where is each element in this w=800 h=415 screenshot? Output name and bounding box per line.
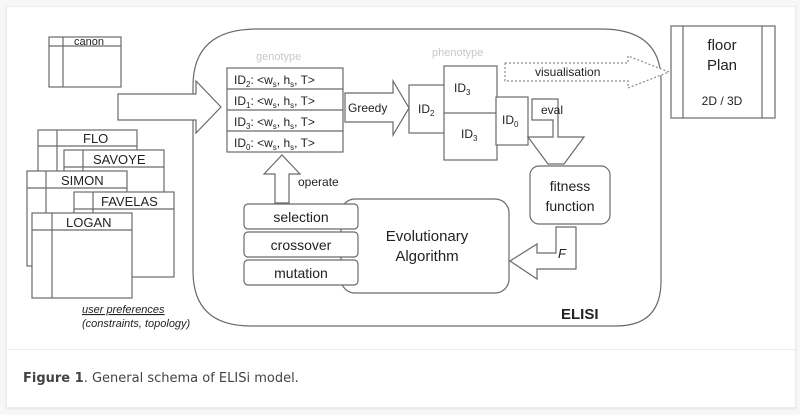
design-label-logan: LOGAN [66, 215, 112, 230]
fitness-function-box [529, 165, 611, 225]
input-arrow [117, 79, 222, 135]
figure-caption: Figure 1. General schema of ELISi model. [23, 371, 299, 386]
operator-mutation-box [243, 259, 359, 286]
svg-text:ID1: <ws, hs, T>: ID1: <ws, hs, T> [234, 94, 315, 110]
visualisation-arrow [504, 55, 671, 89]
phenotype-label: phenotype [432, 47, 483, 59]
svg-text:ID0: <ws, hs, T>: ID0: <ws, hs, T> [234, 136, 315, 152]
constraints-label: (constraints, topology) [82, 318, 191, 330]
phenotype-cell: ID3 [454, 81, 471, 97]
operate-label: operate [298, 175, 339, 189]
elisi-container [192, 28, 662, 327]
design-label-simon: SIMON [61, 173, 104, 188]
user-preferences-label: user preferences [82, 304, 165, 316]
eval-arrow [526, 98, 586, 165]
genotype-row: ID3: <ws, hs, T> [234, 115, 315, 131]
floor-plan-box [670, 25, 776, 119]
operator-crossover-box [243, 231, 359, 258]
floor-plan-line3: 2D / 3D [702, 94, 743, 108]
caption-divider [7, 349, 795, 350]
f-arrow [508, 226, 577, 281]
genotype-label: genotype [256, 51, 301, 63]
caption-text: . General schema of ELISi model. [83, 371, 299, 386]
phenotype-cell: ID3 [461, 127, 478, 143]
phenotype-cell: ID0 [502, 113, 519, 129]
caption-label: Figure 1 [23, 371, 84, 386]
greedy-label: Greedy [348, 101, 387, 115]
design-label-savoye: SAVOYE [93, 152, 146, 167]
svg-text:ID3: <ws, hs, T>: ID3: <ws, hs, T> [234, 115, 315, 131]
design-label-favelas: FAVELAS [101, 194, 158, 209]
genotype-row: ID0: <ws, hs, T> [234, 136, 315, 152]
genotype-row: ID1: <ws, hs, T> [234, 94, 315, 110]
visualisation-label: visualisation [535, 65, 600, 79]
greedy-arrow [344, 78, 410, 138]
algorithm-line1: Evolutionary [386, 228, 469, 245]
elisi-diagram: ELISI canon FLO SAVOYE SIMON [26, 25, 776, 330]
fitness-line1: fitness [550, 178, 590, 194]
operate-arrow [262, 154, 302, 204]
eval-label: eval [541, 103, 563, 117]
genotype-row: ID2: <ws, hs, T> [234, 73, 315, 89]
operator-selection-label: selection [273, 209, 328, 225]
canon-table: canon [48, 36, 122, 88]
algorithm-line2: Algorithm [395, 248, 458, 265]
f-label: F [558, 246, 567, 261]
genotype-table [226, 67, 344, 153]
floor-plan-line2: Plan [707, 57, 737, 74]
elisi-label: ELISI [561, 306, 599, 323]
operator-mutation-label: mutation [274, 265, 328, 281]
fitness-line2: function [545, 198, 594, 214]
design-logan: LOGAN [31, 212, 133, 299]
phenotype-layout [408, 65, 529, 161]
floor-plan-line1: floor [707, 37, 736, 54]
figure-card: ELISI canon FLO SAVOYE SIMON [6, 6, 796, 408]
operator-selection-box [243, 203, 359, 230]
svg-text:ID2: <ws, hs, T>: ID2: <ws, hs, T> [234, 73, 315, 89]
canon-label: canon [74, 36, 104, 48]
evolutionary-algorithm-box [340, 198, 510, 294]
phenotype-cell: ID2 [418, 102, 435, 118]
design-label-flo: FLO [83, 131, 108, 146]
operator-crossover-label: crossover [271, 237, 332, 253]
